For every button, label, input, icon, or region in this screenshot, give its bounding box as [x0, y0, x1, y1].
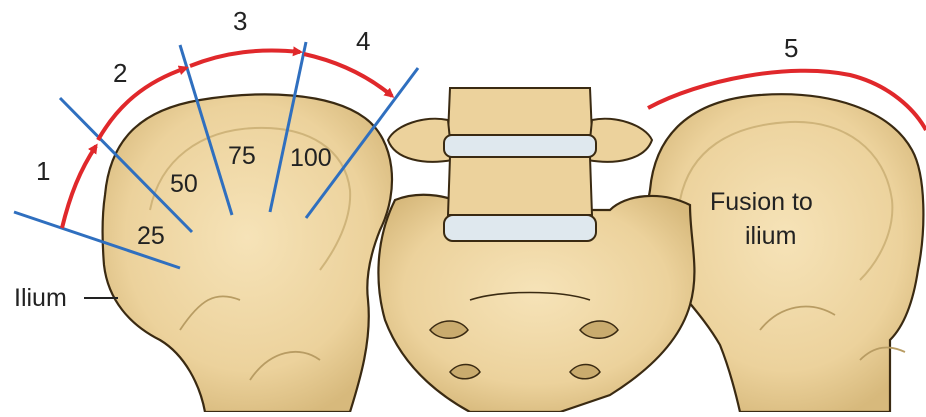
stage-3-label: 3 — [233, 6, 247, 36]
ilium-label: Ilium — [14, 284, 67, 312]
stage-2-label: 2 — [113, 58, 127, 88]
pct-75-label: 75 — [228, 142, 256, 170]
arrow-stage-3 — [190, 51, 300, 66]
pct-100-label: 100 — [290, 144, 332, 172]
fusion-label-line1: Fusion to — [710, 188, 813, 216]
lumbar-vertebra-lower — [448, 157, 592, 215]
intervertebral-disc-upper — [444, 135, 596, 157]
lumbar-vertebra-upper — [448, 88, 592, 135]
arrow-stage-4 — [304, 54, 392, 96]
stage-1-label: 1 — [36, 156, 50, 186]
intervertebral-disc-lower — [444, 215, 596, 241]
pct-50-label: 50 — [170, 170, 198, 198]
stage-4-label: 4 — [356, 26, 370, 56]
stage-5-label: 5 — [784, 33, 798, 63]
arrow-stage-1 — [62, 146, 96, 228]
fusion-label-line2: ilium — [745, 222, 796, 250]
pct-25-label: 25 — [137, 222, 165, 250]
